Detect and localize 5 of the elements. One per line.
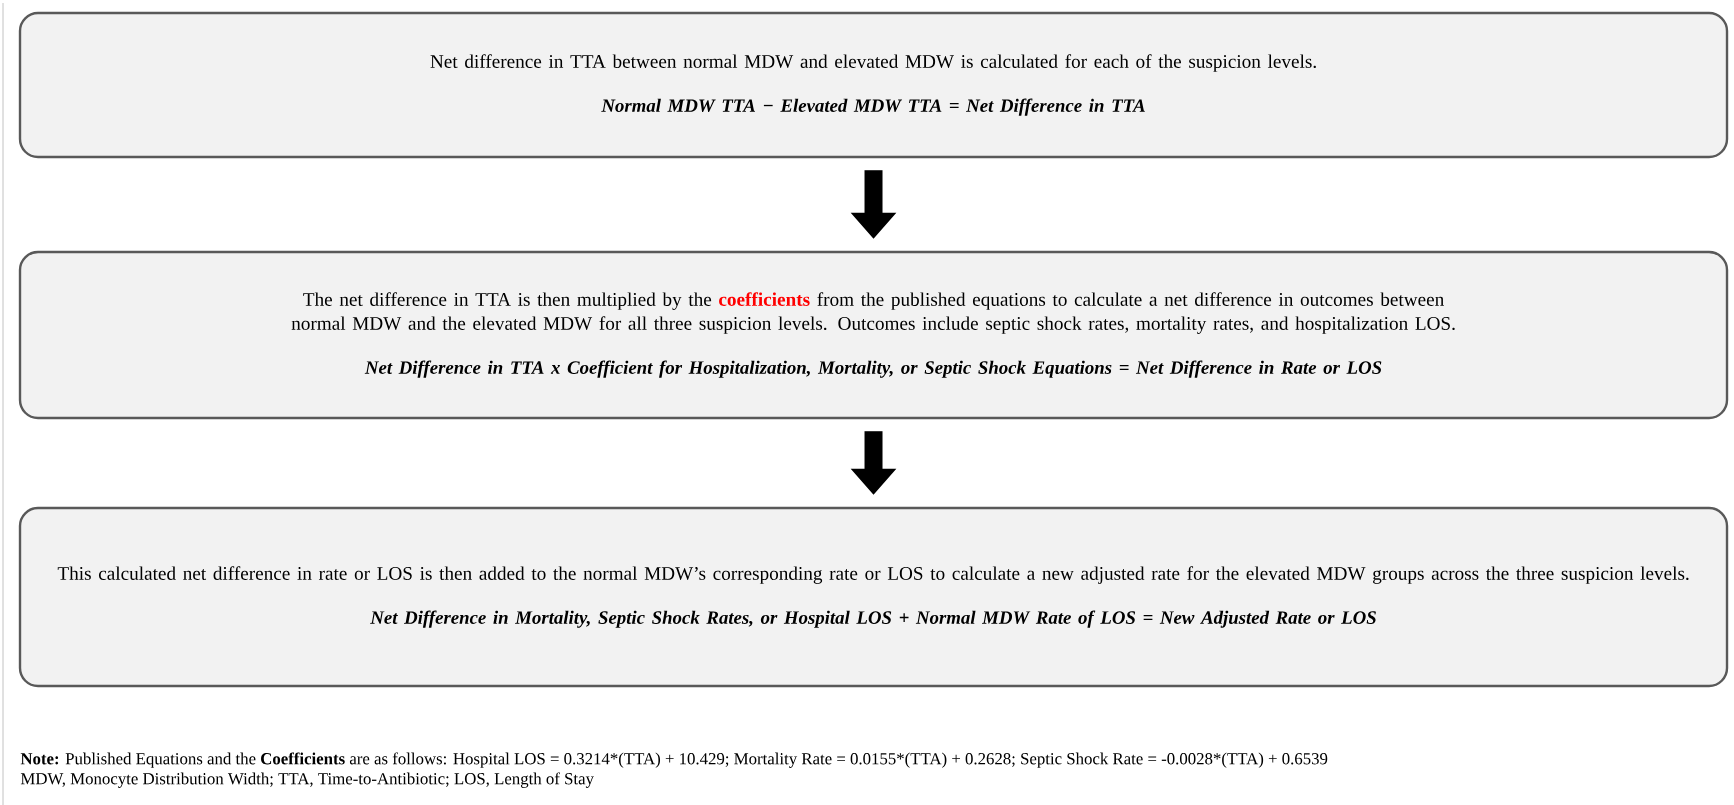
note-text: Note: Published Equations and the Coefficients are as follows: Hospital LOS = 0.3214*(TTA) + 10.429; Mortality Rate = 0.0155*(TTA) + 0.2628; Septic Shock Rate = -0.0028*(TTA) + 0.6539	[20, 752, 1328, 768]
note-text: MDW, Monocyte Distribution Width; TTA, Time-to-Antibiotic; LOS, Length of Stay	[20, 772, 594, 788]
process-box: Net difference in TTA between normal MDW and elevated MDW is calculated for each of the suspicion levels. Normal MDW TTA − Elevated MDW TTA = Net Difference in TTA	[18, 11, 1729, 159]
process-box: The net difference in TTA is then multiplied by the coefficients from the published equations to calculate a net difference in outcomes between normal MDW and the elevated MDW for all three suspicion levels. Outcomes include septic shock rates, mortality rates, and hospitalization LOS. Net Difference in TTA x Coefficient for Hospitalization, Mortality, or Septic Shock Equations = Net Difference in Rate or LOS	[18, 250, 1729, 420]
process-box: This calculated net difference in rate or LOS is then added to the normal MDW’s corresponding rate or LOS to calculate a new adjusted rate for the elevated MDW groups across the three suspicion levels. Net Difference in Mortality, Septic Shock Rates, or Hospital LOS + Normal MDW Rate of LOS = New Adjusted Rate or LOS	[18, 506, 1729, 688]
